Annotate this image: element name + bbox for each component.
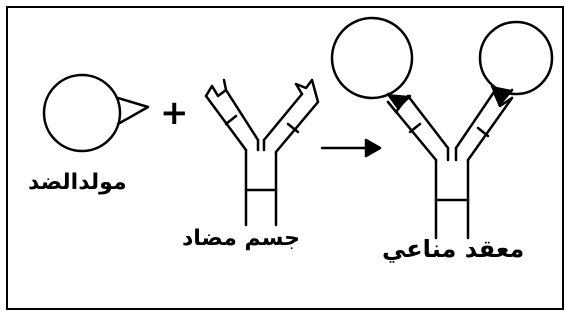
- antibody-label: جسم مضاد: [182, 226, 301, 251]
- antibody-right-notch: [294, 78, 320, 104]
- complex-antigen-right-circle: [478, 20, 554, 96]
- complex-left-notch: [386, 94, 410, 114]
- antigen-label: مولدالضد: [28, 170, 127, 195]
- complex-antigen-left-circle: [330, 16, 414, 100]
- antibody-shape: [204, 78, 320, 227]
- antigen-epitope-triangle: [116, 96, 150, 126]
- arrow-head: [364, 138, 382, 158]
- antigen-circle: [42, 73, 122, 153]
- immune-complex-label: معقد مناعي: [382, 235, 525, 263]
- reaction-arrow: [320, 138, 382, 158]
- complex-left-hinge: [408, 122, 422, 134]
- antibody-left-notch: [204, 78, 228, 98]
- antigen-shape: [42, 73, 150, 153]
- immune-complex-shape: [330, 16, 554, 240]
- diagram-frame: [6, 6, 564, 310]
- complex-right-arm: [454, 90, 514, 162]
- antibody-left-arm-hinge: [224, 114, 238, 126]
- antibody-right-arm-hinge: [286, 122, 300, 134]
- complex-right-hinge: [476, 126, 490, 138]
- plus-sign: +: [160, 93, 189, 133]
- complex-right-notch: [492, 90, 514, 108]
- antibody-right-arm: [262, 92, 320, 154]
